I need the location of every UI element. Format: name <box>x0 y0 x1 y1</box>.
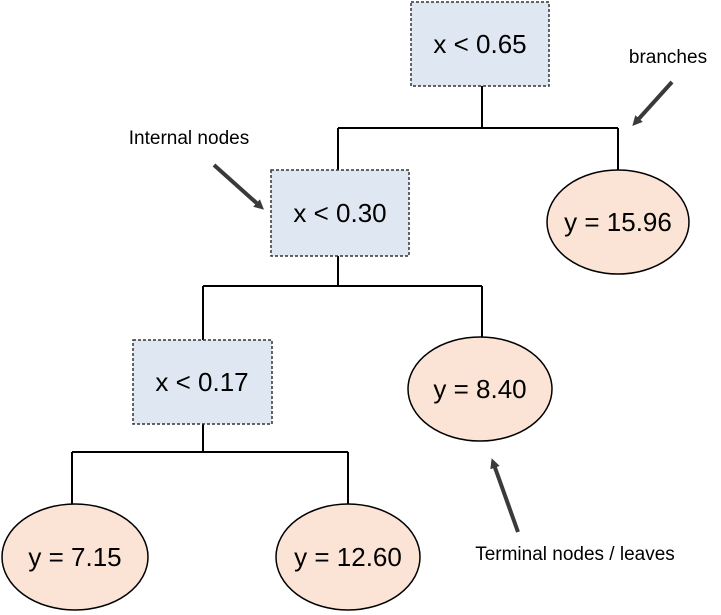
annotation-internal-arrow <box>212 163 264 210</box>
annotation-internal-label: Internal nodes <box>129 128 249 149</box>
internal-node-low-label: x < 0.17 <box>155 367 248 397</box>
annotation-branches-arrow <box>632 80 674 126</box>
internal-node-root: x < 0.65 <box>410 1 550 87</box>
annotation-internal: Internal nodes <box>129 128 264 210</box>
internal-node-low: x < 0.17 <box>132 339 273 425</box>
annotation-terminal-arrow <box>490 458 520 533</box>
leaf-node-right-label: y = 15.96 <box>564 207 672 237</box>
leaf-node-left-label: y = 7.15 <box>28 542 121 572</box>
tree-branches <box>71 86 619 505</box>
annotation-branches-label: branches <box>629 47 707 68</box>
leaf-node-right: y = 15.96 <box>546 169 690 275</box>
leaf-node-center-label: y = 12.60 <box>294 542 402 572</box>
leaf-node-mid-label: y = 8.40 <box>433 374 526 404</box>
internal-node-mid-label: x < 0.30 <box>293 198 386 228</box>
internal-node-root-label: x < 0.65 <box>433 29 526 59</box>
annotation-terminal: Terminal nodes / leaves <box>475 458 675 565</box>
internal-node-mid: x < 0.30 <box>270 169 410 257</box>
leaf-node-center: y = 12.60 <box>275 503 421 611</box>
annotation-terminal-label: Terminal nodes / leaves <box>475 544 675 565</box>
leaf-node-mid: y = 8.40 <box>407 336 553 442</box>
annotation-branches: branches <box>629 47 707 126</box>
leaf-node-left: y = 7.15 <box>1 503 149 611</box>
